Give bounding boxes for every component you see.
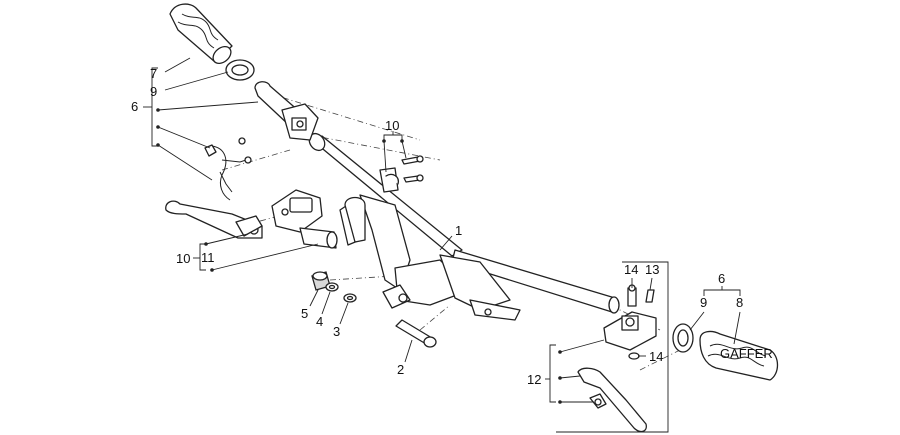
throttle-cable	[204, 137, 252, 201]
handlebar	[308, 132, 620, 321]
stem-bolt	[395, 319, 437, 348]
left-grip	[169, 3, 233, 65]
callout-1: 1	[455, 223, 462, 238]
callout-14-top: 14	[624, 262, 638, 277]
callout-11: 11	[201, 250, 215, 265]
left-grip-ring	[225, 59, 255, 81]
leader-lines	[143, 57, 741, 433]
right-grip-ring	[672, 323, 694, 353]
bushing-stack	[311, 271, 357, 303]
callout-5: 5	[301, 306, 308, 321]
callout-13: 13	[645, 262, 659, 277]
callout-labels: 1 2 3 4 5 6 7 9 10 10 11 12 13 14 14 6 9…	[131, 66, 743, 387]
callout-10-top: 10	[385, 118, 399, 133]
callout-9-right: 9	[700, 295, 707, 310]
callout-7: 7	[150, 66, 157, 81]
grip-logo: GAFFER	[720, 346, 773, 361]
callout-3: 3	[333, 324, 340, 339]
callout-6-right: 6	[718, 271, 725, 286]
master-cylinder	[271, 189, 338, 249]
callout-10-left: 10	[176, 251, 190, 266]
right-control-housing	[603, 284, 657, 360]
callout-6-left: 6	[131, 99, 138, 114]
handlebar-clamp-top	[379, 155, 424, 193]
left-switch-housing	[254, 81, 319, 141]
callout-12: 12	[527, 372, 541, 387]
right-brake-lever	[577, 367, 647, 433]
callout-2: 2	[397, 362, 404, 377]
callout-9-left: 9	[150, 84, 157, 99]
left-brake-lever	[165, 200, 263, 239]
callout-14-low: 14	[649, 349, 663, 364]
callout-4: 4	[316, 314, 323, 329]
callout-8: 8	[736, 295, 743, 310]
right-grip: GAFFER	[699, 330, 779, 381]
